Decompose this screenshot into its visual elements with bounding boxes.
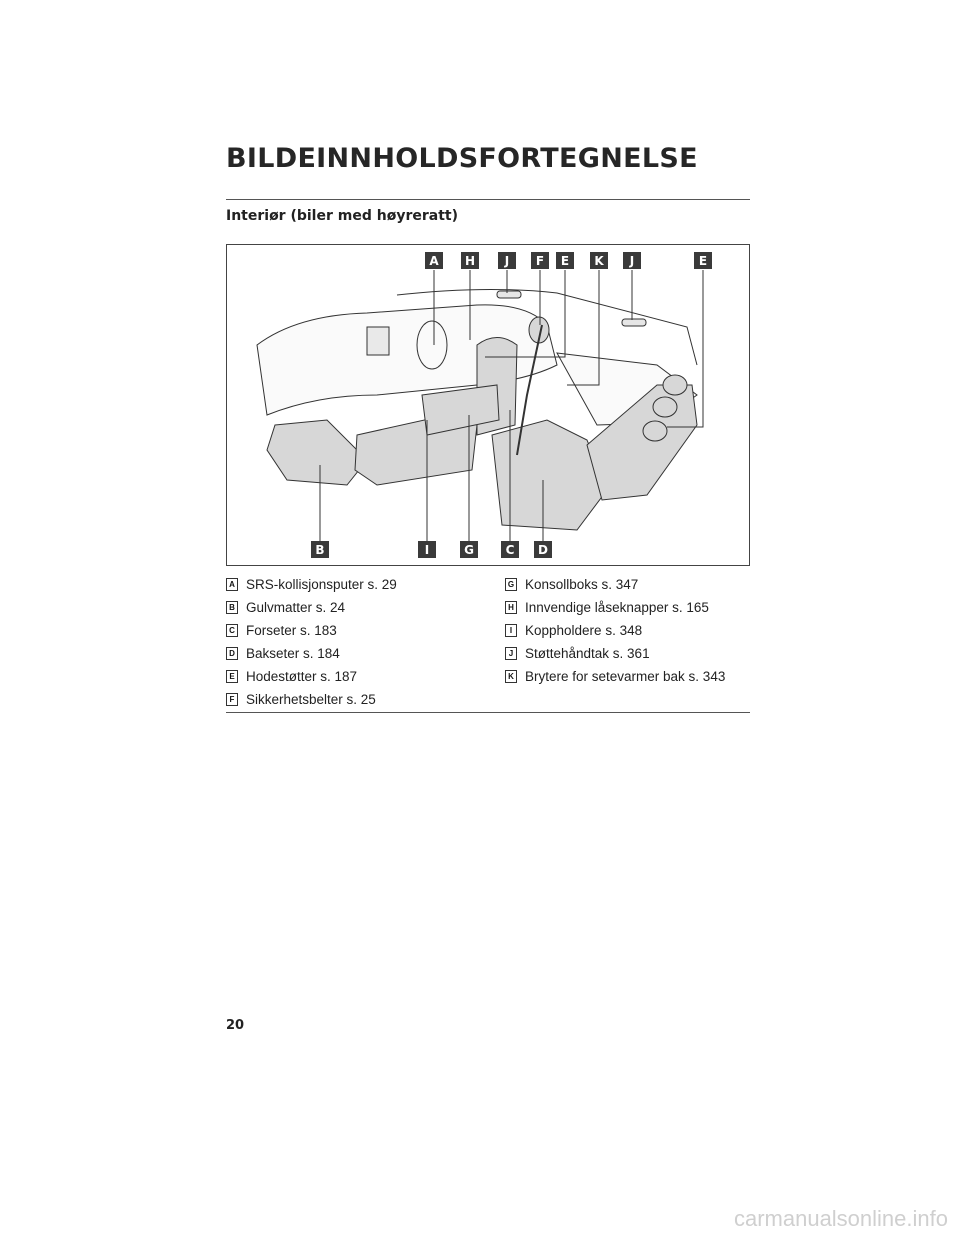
legend-item-b: B Gulvmatter s. 24: [226, 600, 345, 615]
callout-E2: E: [699, 254, 707, 268]
legend-key: A: [226, 578, 238, 591]
callout-B: B: [315, 543, 324, 557]
callout-box-B: [311, 541, 329, 558]
interior-illustration: A H J F E K J E B I G C D: [226, 244, 750, 566]
grab-handle-rear: [621, 318, 647, 327]
callout-I: I: [425, 543, 429, 557]
headrest-rear-1: [662, 374, 688, 396]
callout-C: C: [506, 543, 515, 557]
callout-J1: J: [504, 254, 509, 268]
watermark: carmanualsonline.info: [733, 1206, 948, 1231]
leader-K: [567, 270, 600, 386]
legend-key: F: [226, 693, 238, 706]
grab-handle-front: [496, 290, 522, 299]
center-console: [421, 384, 500, 436]
legend-text: Gulvmatter s. 24: [246, 600, 346, 615]
callout-K: K: [594, 254, 604, 268]
callout-J2: J: [629, 254, 634, 268]
legend-item-f: F Sikkerhetsbelter s. 25: [226, 692, 376, 707]
callout-box-D: [534, 541, 552, 558]
legend-text: Brytere for setevarmer bak s. 343: [525, 669, 726, 684]
legend-item-a: A SRS-kollisjonsputer s. 29: [226, 577, 397, 592]
legend-item-h: H Innvendige låseknapper s. 165: [505, 600, 709, 615]
title-divider: [226, 199, 750, 200]
legend-key: I: [505, 624, 517, 637]
callout-box-E1: [556, 252, 574, 269]
callout-box-G: [460, 541, 478, 558]
leader-E2: [667, 270, 704, 428]
steering-wheel: [416, 320, 448, 370]
page-number: 20: [226, 1018, 245, 1033]
legend-divider: [226, 712, 750, 713]
callout-box-C: [501, 541, 519, 558]
legend-item-e: E Hodestøtter s. 187: [226, 669, 357, 684]
legend-key: H: [505, 601, 517, 614]
callout-box-J2: [623, 252, 641, 269]
callout-box-H: [461, 252, 479, 269]
rear-seat-cushion: [491, 419, 608, 531]
legend-key: K: [505, 670, 517, 683]
legend-key: J: [505, 647, 517, 660]
legend-text: Innvendige låseknapper s. 165: [525, 600, 709, 615]
callout-G: G: [464, 543, 474, 557]
legend-text: Støttehåndtak s. 361: [525, 646, 650, 661]
legend-item-d: D Bakseter s. 184: [226, 646, 340, 661]
callout-box-E2: [694, 252, 712, 269]
dashboard-outline: [256, 304, 558, 416]
legend-text: Koppholdere s. 348: [525, 623, 643, 638]
seat-belt: [516, 324, 543, 456]
legend-item-g: G Konsollboks s. 347: [505, 577, 638, 592]
callout-box-F: [531, 252, 549, 269]
leader-E1: [485, 270, 566, 358]
legend-text: Konsollboks s. 347: [525, 577, 639, 592]
legend-key: B: [226, 601, 238, 614]
section-heading: Interiør (biler med høyreratt): [226, 208, 458, 224]
callout-D: D: [538, 543, 548, 557]
legend-key: E: [226, 670, 238, 683]
headrest-rear-2: [652, 396, 678, 418]
callout-E1: E: [561, 254, 569, 268]
legend-text: SRS-kollisjonsputer s. 29: [246, 577, 397, 592]
callout-A: A: [429, 254, 439, 268]
page-title: BILDEINNHOLDSFORTEGNELSE: [226, 143, 698, 174]
legend-text: Sikkerhetsbelter s. 25: [246, 692, 376, 707]
headrest-rear-3: [642, 420, 668, 442]
callout-H: H: [465, 254, 475, 268]
legend-item-k: K Brytere for setevarmer bak s. 343: [505, 669, 725, 684]
legend-item-i: I Koppholdere s. 348: [505, 623, 642, 638]
callout-box-K: [590, 252, 608, 269]
center-display: [366, 326, 390, 356]
legend-text: Forseter s. 183: [246, 623, 337, 638]
legend-text: Hodestøtter s. 187: [246, 669, 358, 684]
legend-item-c: C Forseter s. 183: [226, 623, 337, 638]
callout-box-I: [418, 541, 436, 558]
legend-text: Bakseter s. 184: [246, 646, 340, 661]
legend-key: G: [505, 578, 517, 591]
callout-box-J1: [498, 252, 516, 269]
legend-item-j: J Støttehåndtak s. 361: [505, 646, 650, 661]
car-interior-drawing: A H J F E K J E B I G C D: [256, 252, 712, 558]
callout-box-A: [425, 252, 443, 269]
floor-mat: [266, 419, 368, 486]
callout-F: F: [536, 254, 544, 268]
legend-key: D: [226, 647, 238, 660]
legend-key: C: [226, 624, 238, 637]
roof-line: [396, 288, 698, 366]
